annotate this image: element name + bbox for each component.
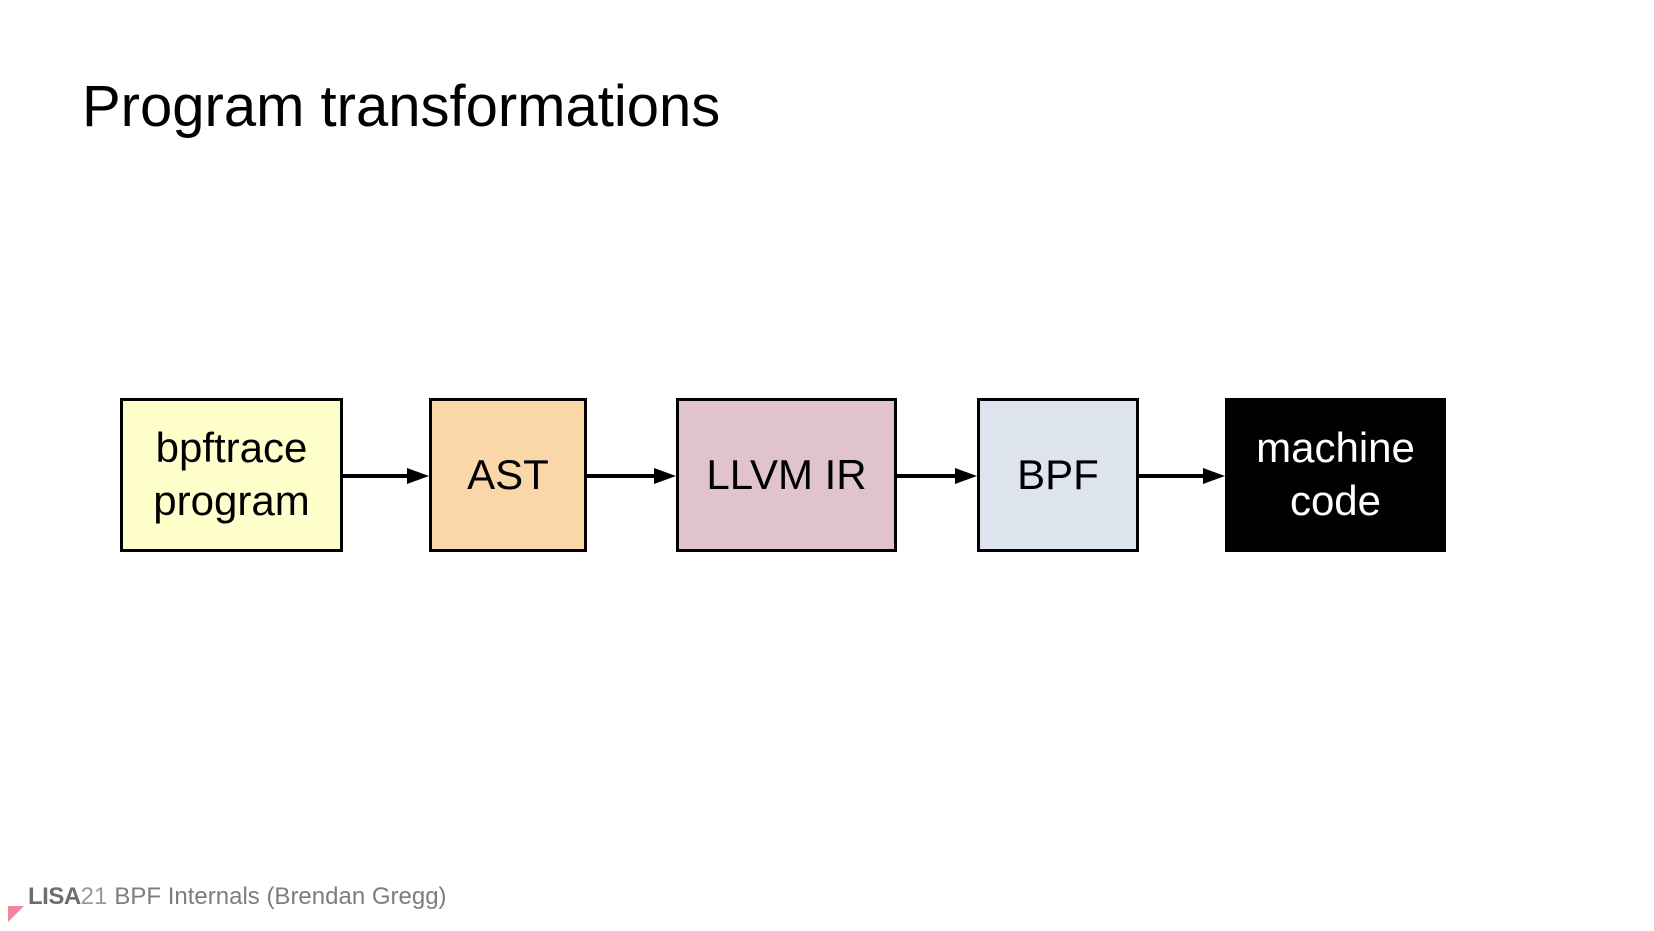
arrow-head-icon — [654, 468, 676, 484]
diagram-node-llvm-ir[interactable]: LLVM IR — [676, 398, 897, 552]
program-transformation-diagram: bpftrace program AST LLVM IR BPF machine… — [0, 398, 1654, 554]
arrow-shaft — [587, 474, 654, 478]
diagram-node-label: LLVM IR — [706, 450, 867, 498]
arrow-head-icon — [955, 468, 977, 484]
arrow-llvm-ir-to-bpf — [897, 468, 977, 484]
diagram-node-bpf[interactable]: BPF — [977, 398, 1139, 552]
diagram-node-label: bpftrace program — [153, 424, 310, 524]
diagram-node-machine-code[interactable]: machine code — [1225, 398, 1446, 552]
lisa-logo-mark-icon — [8, 906, 24, 922]
diagram-node-ast[interactable]: AST — [429, 398, 587, 552]
footer-brand-year: 21 — [80, 883, 108, 910]
arrow-ast-to-llvm-ir — [587, 468, 676, 484]
diagram-node-bpftrace-program[interactable]: bpftrace program — [120, 398, 343, 552]
arrow-head-icon — [407, 468, 429, 484]
diagram-node-label: AST — [467, 450, 549, 498]
footer-talk-title: BPF Internals (Brendan Gregg) — [114, 883, 447, 910]
arrow-head-icon — [1203, 468, 1225, 484]
arrow-shaft — [343, 474, 407, 478]
arrow-bpftrace-program-to-ast — [343, 468, 429, 484]
page-title: Program transformations — [82, 73, 721, 139]
arrow-shaft — [1139, 474, 1203, 478]
arrow-bpf-to-machine-code — [1139, 468, 1225, 484]
footer-brand: LISA — [28, 883, 81, 910]
diagram-node-label: machine code — [1256, 424, 1415, 524]
arrow-shaft — [897, 474, 955, 478]
diagram-node-label: BPF — [1017, 450, 1099, 498]
